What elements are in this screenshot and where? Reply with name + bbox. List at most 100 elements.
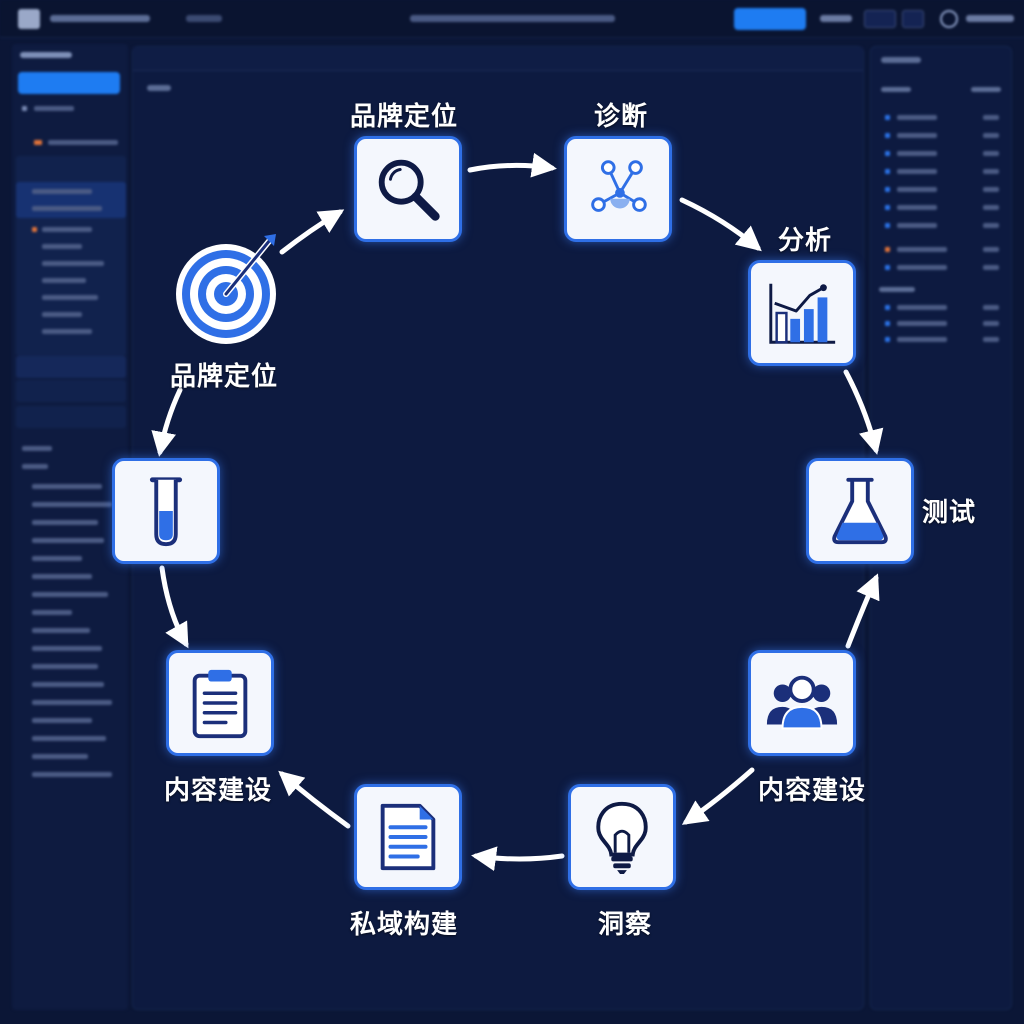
sidebar-row (42, 261, 104, 266)
right-list-row (897, 223, 937, 228)
sidebar-dot (22, 106, 27, 111)
sidebar-row (42, 329, 92, 334)
list-dot-orange (885, 247, 890, 252)
node-label-test: 测试 (922, 498, 977, 528)
right-header-placeholder (971, 87, 1001, 92)
list-dot (885, 205, 890, 210)
insight-node (568, 784, 676, 890)
list-dot (885, 133, 890, 138)
arrow-insight-to-private (471, 846, 565, 872)
sidebar-row (42, 312, 82, 317)
document-icon (380, 803, 436, 871)
sidebar-row (32, 664, 98, 669)
sidebar-row (32, 754, 88, 759)
top-bar (0, 0, 1024, 38)
breadcrumb (133, 47, 863, 71)
sidebar-group (16, 380, 126, 402)
right-list-row (897, 305, 947, 310)
sidebar-group (16, 406, 126, 428)
primary-action-button[interactable] (734, 8, 806, 30)
toolbar-placeholder (820, 15, 852, 22)
sidebar-row (32, 538, 104, 543)
right-list-row (897, 321, 947, 326)
arrow-users-to-insight (681, 767, 755, 825)
right-list-row (983, 247, 999, 252)
toolbar-chip-2[interactable] (902, 10, 924, 28)
right-list-row (897, 133, 937, 138)
sidebar-dot-orange (34, 140, 42, 145)
panel-title-placeholder (147, 85, 171, 91)
private-node (354, 784, 462, 890)
sidebar-group (16, 356, 126, 378)
right-list-row (983, 305, 999, 310)
user-name-placeholder (966, 15, 1014, 22)
right-list-row (983, 265, 999, 270)
sidebar-row (32, 556, 82, 561)
users-node (748, 650, 856, 756)
flask-icon (832, 477, 888, 545)
sidebar-row (32, 682, 104, 687)
node-label-target: 品牌定位 (170, 362, 279, 392)
list-dot (885, 305, 890, 310)
list-dot (885, 115, 890, 120)
target-node (172, 232, 284, 344)
list-dot (885, 151, 890, 156)
arrow-label-to-tube (151, 387, 183, 457)
tube-node (112, 458, 220, 564)
right-section-placeholder (879, 287, 915, 292)
arrow-users-to-test (845, 573, 880, 649)
right-list-row (983, 205, 999, 210)
app-title-placeholder (50, 15, 150, 22)
sidebar-row (32, 520, 98, 525)
sidebar-selected-item[interactable] (16, 182, 126, 218)
sidebar-row (32, 206, 102, 211)
sidebar-new-button[interactable] (18, 72, 120, 94)
node-label-analyze: 分析 (778, 226, 833, 256)
sidebar-row (32, 646, 102, 651)
sidebar-row (42, 278, 86, 283)
sidebar-row (22, 464, 48, 469)
settings-icon[interactable] (940, 10, 958, 28)
target-icon (176, 234, 276, 344)
right-list-row (897, 115, 937, 120)
list-dot (885, 337, 890, 342)
users-icon (766, 675, 838, 730)
sidebar-row (22, 446, 52, 451)
list-dot (885, 321, 890, 326)
arrow-analyze-to-test (843, 369, 884, 455)
sidebar-row (32, 628, 90, 633)
sidebar-row (32, 189, 92, 194)
toolbar-chip[interactable] (864, 10, 896, 28)
arrow-target-to-search (279, 209, 345, 255)
molecule-icon (591, 160, 647, 212)
arrow-private-to-content (278, 770, 351, 829)
content-node (166, 650, 274, 756)
sidebar-row (42, 227, 92, 232)
node-label-search: 品牌定位 (350, 102, 459, 132)
right-title-placeholder (881, 57, 921, 63)
right-list-row (897, 151, 937, 156)
search-node (354, 136, 462, 242)
right-list-row (983, 187, 999, 192)
analyze-node (748, 260, 856, 366)
sidebar-row (32, 772, 112, 777)
left-sidebar (12, 44, 128, 1010)
right-list-row (897, 187, 937, 192)
right-header-placeholder (881, 87, 911, 92)
sidebar-row (32, 574, 92, 579)
list-dot (885, 265, 890, 270)
right-list-row (897, 205, 937, 210)
sidebar-row (32, 736, 106, 741)
list-dot (885, 169, 890, 174)
arrow-search-to-diagnose (467, 152, 557, 178)
right-list-row (897, 247, 947, 252)
sidebar-row (42, 244, 82, 249)
right-list-row (983, 115, 999, 120)
arrow-diagnose-to-analyze (679, 197, 762, 252)
node-label-users: 内容建设 (758, 776, 867, 806)
right-list-row (983, 337, 999, 342)
list-dot (885, 223, 890, 228)
